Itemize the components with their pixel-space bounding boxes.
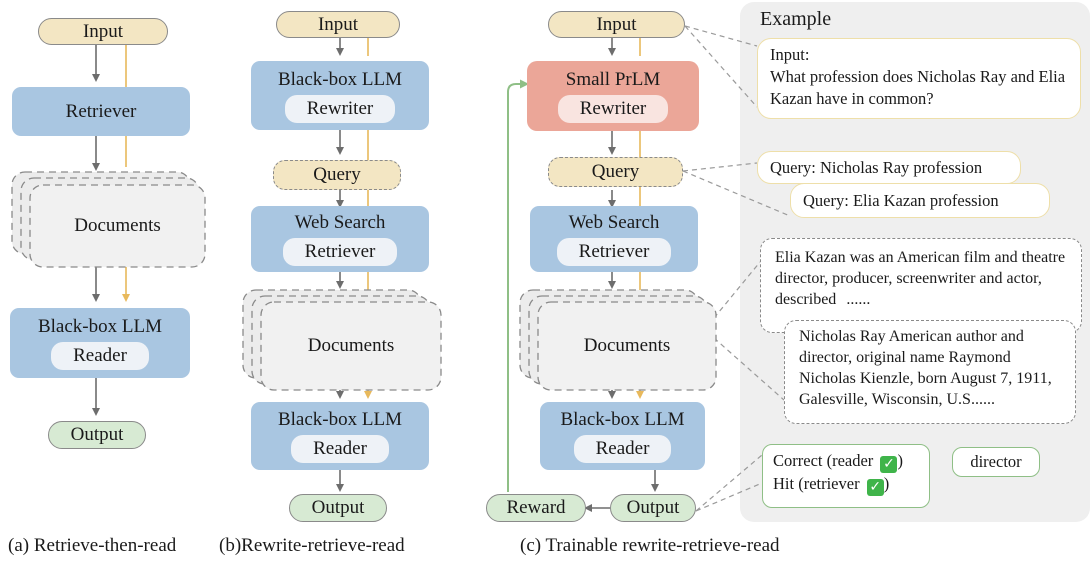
- column-b-reader: Black-box LLM Reader: [251, 402, 429, 470]
- column-c-retriever: Web Search Retriever: [530, 206, 698, 272]
- column-c-query: Query: [548, 157, 683, 187]
- column-a-output: Output: [48, 421, 146, 449]
- column-a-input: Input: [38, 18, 168, 45]
- column-b-documents: Documents: [261, 302, 441, 390]
- column-b-query: Query: [273, 160, 401, 190]
- column-c-reader: Black-box LLM Reader: [540, 402, 705, 470]
- metric-correct: Correct (reader ✓): [773, 451, 903, 473]
- example-doc-2-text: Nicholas Ray American author and directo…: [799, 328, 1052, 408]
- column-a-retriever: Retriever: [12, 87, 190, 136]
- column-a-input-label: Input: [82, 20, 124, 42]
- documents-stack-c: [519, 289, 717, 391]
- example-input-text: What profession does Nicholas Ray and El…: [770, 67, 1066, 108]
- documents-stack-b: [242, 289, 442, 391]
- example-answer: director: [952, 447, 1040, 477]
- column-c-retriever-title: Web Search: [568, 212, 660, 233]
- column-c-reader-sub: Reader: [573, 435, 672, 463]
- column-a-documents-label: Documents: [74, 215, 161, 236]
- column-c-reward: Reward: [486, 494, 586, 522]
- column-a-output-label: Output: [70, 424, 124, 445]
- example-links: [682, 25, 791, 512]
- column-a-reader-title: Black-box LLM: [37, 316, 162, 337]
- column-b-input: Input: [276, 11, 400, 38]
- column-c-output: Output: [610, 494, 696, 522]
- column-c-query-label: Query: [591, 161, 640, 182]
- example-doc-1-ellipsis: ......: [846, 291, 871, 308]
- column-a-documents: Documents: [30, 185, 205, 267]
- column-b-retriever-title: Web Search: [294, 212, 386, 233]
- metric-hit: Hit (retriever ✓): [773, 474, 890, 496]
- caption-b: (b)Rewrite-retrieve-read: [219, 535, 405, 556]
- column-b-output-label: Output: [311, 497, 365, 518]
- column-c-reward-label: Reward: [506, 497, 566, 518]
- example-metrics: Correct (reader ✓) Hit (retriever ✓): [762, 444, 930, 508]
- column-b-retriever-sub: Retriever: [282, 238, 398, 266]
- column-b-retriever: Web Search Retriever: [251, 206, 429, 272]
- column-b-reader-sub: Reader: [291, 435, 389, 463]
- column-c-reader-title: Black-box LLM: [560, 409, 685, 430]
- example-input-label: Input:: [770, 45, 810, 64]
- column-b-documents-label: Documents: [307, 335, 395, 356]
- column-c-documents-label: Documents: [583, 335, 671, 356]
- column-c-retriever-sub: Retriever: [556, 238, 672, 266]
- column-a-reader-sub: Reader: [51, 342, 149, 370]
- column-c-output-label: Output: [626, 497, 680, 518]
- caption-a: (a) Retrieve-then-read: [8, 535, 177, 556]
- column-a-reader: Black-box LLM Reader: [10, 308, 190, 378]
- example-query-2: Query: Elia Kazan profession: [790, 183, 1050, 218]
- column-b-query-label: Query: [313, 164, 361, 185]
- column-b-input-label: Input: [317, 13, 359, 35]
- example-query-1: Query: Nicholas Ray profession: [757, 151, 1021, 184]
- column-c-documents: Documents: [538, 302, 716, 390]
- column-b-rewriter-sub: Rewriter: [284, 94, 396, 123]
- documents-stack-a: [11, 171, 206, 268]
- column-b-rewriter-title: Black-box LLM: [277, 68, 402, 90]
- column-c-rewriter: Small PrLM Rewriter: [527, 61, 699, 131]
- example-doc-1-text: Elia Kazan was an American film and thea…: [775, 249, 1066, 308]
- column-b-output: Output: [289, 494, 387, 522]
- column-c-rewriter-sub: Rewriter: [557, 95, 669, 123]
- column-b-reader-title: Black-box LLM: [277, 409, 402, 430]
- column-c-input-label: Input: [596, 13, 637, 35]
- check-mark-icon: ✓: [880, 456, 898, 473]
- check-mark-icon: ✓: [866, 479, 884, 496]
- column-b-rewriter: Black-box LLM Rewriter: [251, 61, 429, 130]
- example-doc-1: Elia Kazan was an American film and thea…: [760, 238, 1082, 333]
- example-doc-2: Nicholas Ray American author and directo…: [784, 320, 1076, 424]
- column-c-rewriter-title: Small PrLM: [565, 69, 661, 90]
- example-input-callout: Input: What profession does Nicholas Ray…: [757, 38, 1081, 119]
- column-a-retriever-label: Retriever: [65, 100, 137, 122]
- example-title: Example: [760, 8, 832, 30]
- column-c-input: Input: [548, 11, 685, 38]
- caption-c: (c) Trainable rewrite-retrieve-read: [520, 535, 780, 556]
